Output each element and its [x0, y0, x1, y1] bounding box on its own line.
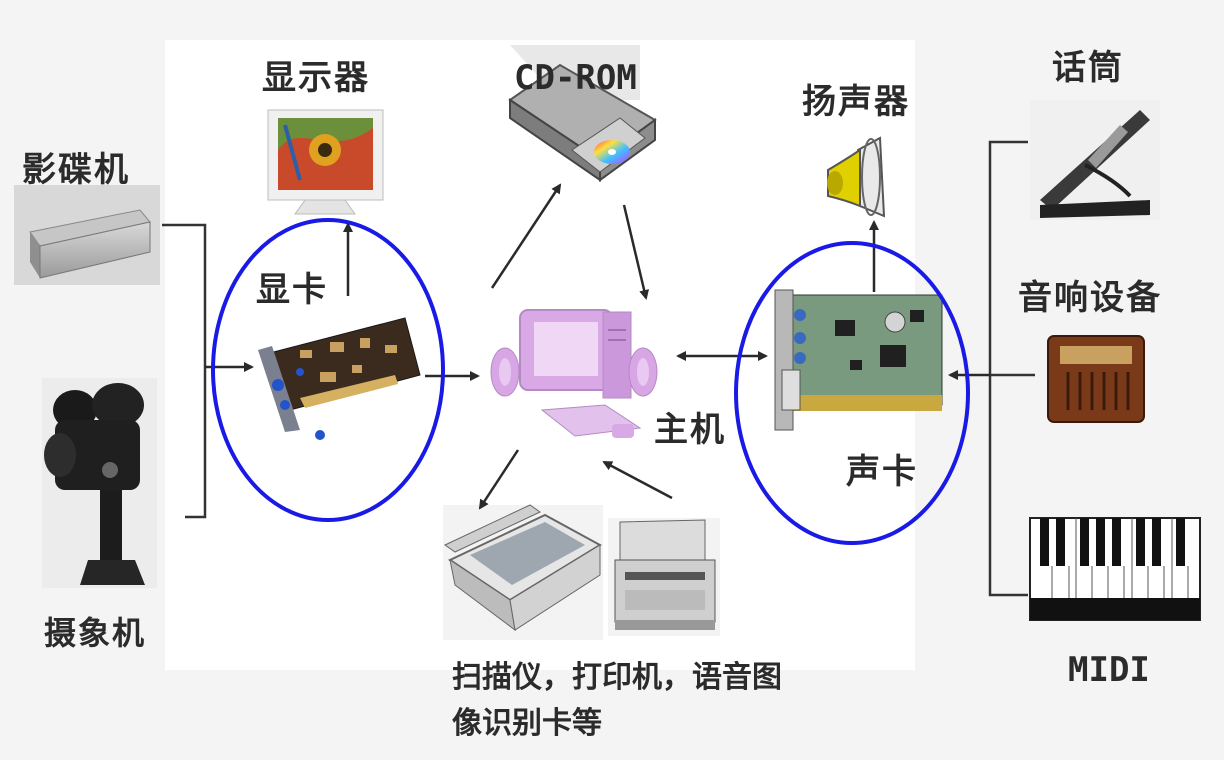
arrow-host-to-scanner: [478, 449, 520, 510]
arrow-printer-to-host: [602, 460, 673, 500]
disc-player-label: 影碟机: [22, 150, 130, 190]
scanner-image: [443, 504, 603, 640]
monitor-label: 显示器: [262, 58, 370, 98]
graphics-card-label: 显卡: [256, 270, 328, 310]
audio-device-image: [1047, 335, 1145, 423]
caption-line-2: 像识别卡等: [452, 706, 602, 741]
connection-arrows: [343, 183, 879, 510]
caption-line-1: 扫描仪，打印机，语音图: [452, 660, 782, 695]
graphics-card-image: [258, 317, 421, 440]
microphone-image: [1030, 100, 1160, 220]
cdrom-label: CD-ROM: [514, 58, 637, 98]
speaker-label: 扬声器: [802, 82, 910, 122]
camcorder-image: [42, 378, 157, 588]
microphone-label: 话筒: [1052, 48, 1124, 88]
arrow-cdrom-to-host: [622, 204, 650, 300]
host-computer-image: [490, 309, 658, 438]
right-input-connector: [948, 140, 1035, 597]
audio-device-label: 音响设备: [1018, 278, 1162, 318]
speaker-image: [827, 136, 886, 218]
monitor-image: [267, 109, 384, 215]
camcorder-label: 摄象机: [44, 614, 147, 652]
left-input-connector: [162, 223, 254, 519]
sound-card-highlight-circle: [734, 241, 970, 545]
sound-card-image: [774, 289, 943, 431]
host-label: 主机: [654, 410, 726, 450]
midi-keyboard-image: [1029, 517, 1201, 621]
disc-player-image: [14, 185, 160, 285]
printer-image: [608, 518, 720, 636]
peripherals-caption: 扫描仪，打印机，语音图 像识别卡等: [452, 655, 832, 747]
cdrom-image: [508, 45, 657, 182]
sound-card-label: 声卡: [846, 452, 918, 492]
graphics-card-highlight-circle: [211, 218, 445, 522]
arrow-host-to-cdrom: [490, 183, 562, 289]
midi-label: MIDI: [1068, 650, 1150, 690]
